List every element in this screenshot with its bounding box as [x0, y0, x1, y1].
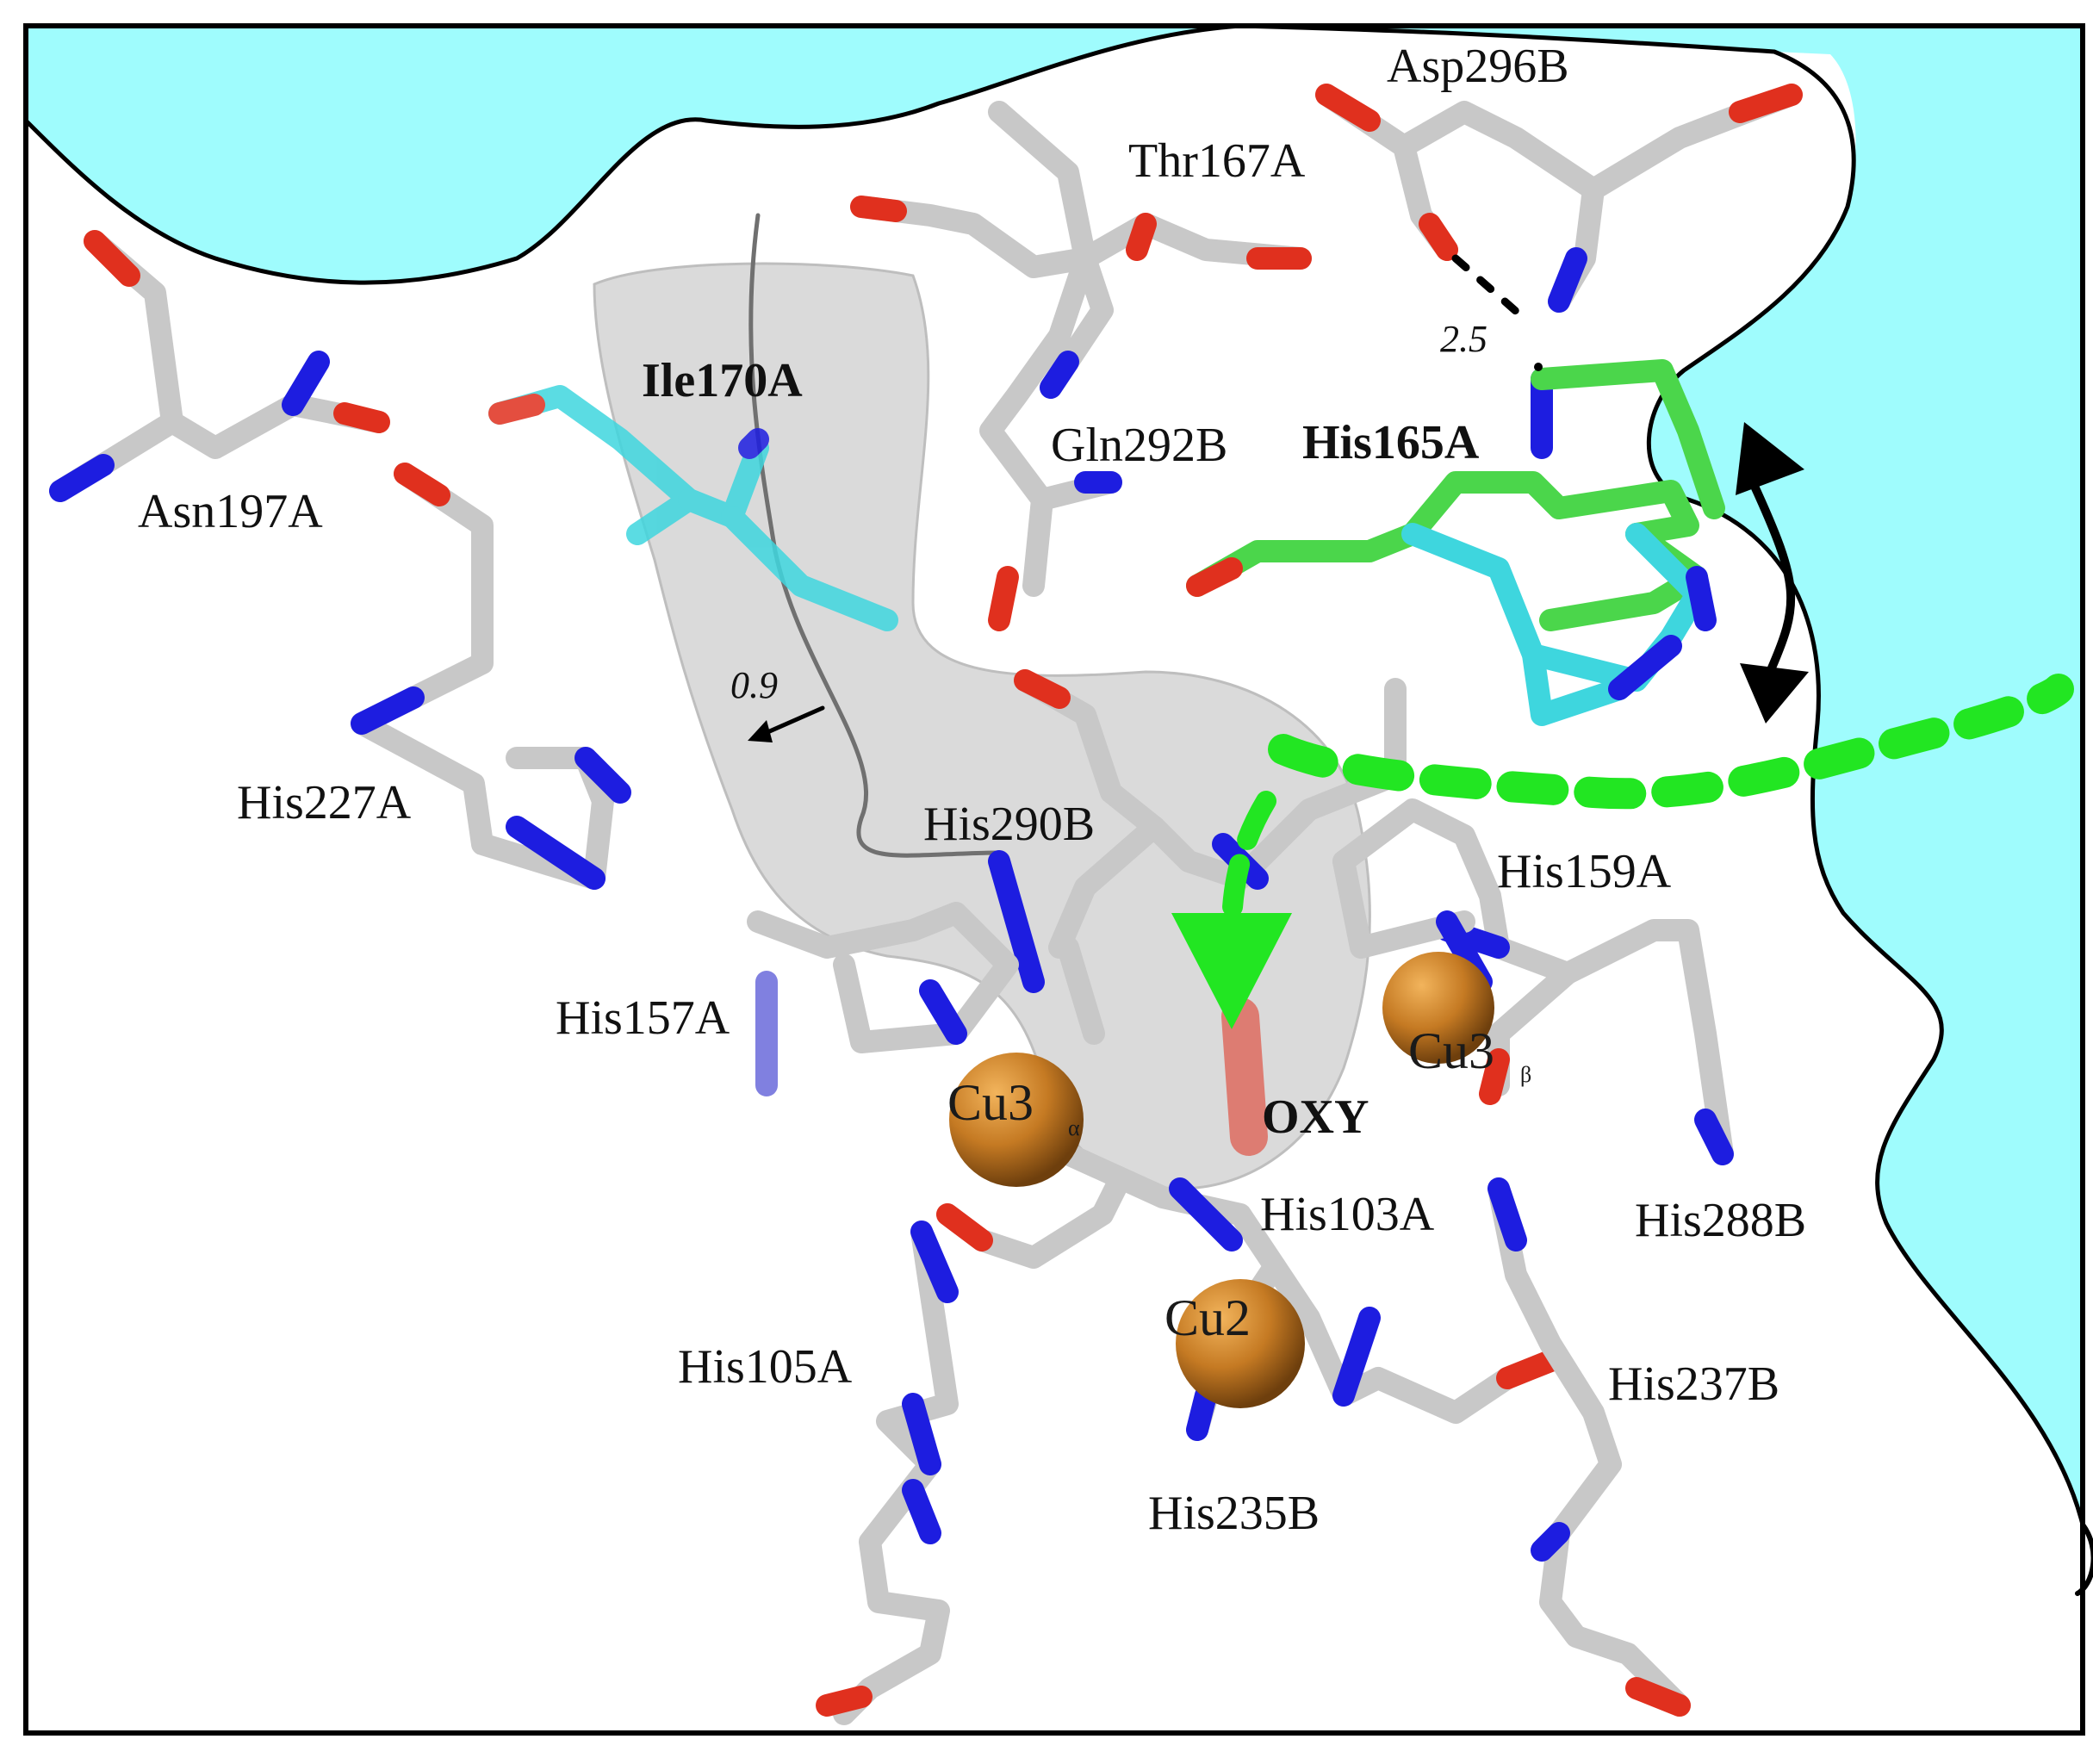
label-cu3-beta-sub: β	[1520, 1062, 1531, 1087]
solvent-right-region	[1240, 26, 2084, 1733]
label-gln292b: Gln292B	[1051, 419, 1227, 472]
green-arrow-icon	[1171, 913, 1292, 1029]
cu3-alpha-sphere	[949, 1053, 1084, 1187]
label-ile170a: Ile170A	[642, 354, 803, 407]
ile170a-sticks	[488, 385, 898, 631]
label-his235b: His235B	[1148, 1487, 1320, 1540]
small-arrow-head	[748, 720, 773, 742]
label-asp296b: Asp296B	[1387, 40, 1569, 93]
double-headed-arrow-icon	[1748, 478, 1796, 676]
label-his157a: His157A	[556, 991, 730, 1045]
label-asn197a: Asn197A	[138, 485, 323, 538]
ile-loop-surface	[593, 262, 1371, 1190]
oxy-peroxide	[1221, 997, 1268, 1156]
his165a-green-conformation	[1186, 359, 1725, 631]
distance-ile-shift: 0.9	[730, 664, 778, 706]
frame-border	[23, 23, 2085, 1736]
label-his159a: His159A	[1497, 845, 1672, 898]
cu2-sphere	[1176, 1279, 1305, 1408]
double-arrow-head-top	[1736, 422, 1804, 495]
label-cu2: Cu2	[1165, 1289, 1251, 1346]
label-his165a: His165A	[1302, 416, 1480, 469]
his165a-cyan-conformation	[1401, 523, 1717, 726]
loop-backbone-line	[748, 213, 1002, 858]
label-thr167a: Thr167A	[1128, 134, 1306, 188]
label-his290b: His290B	[923, 798, 1095, 851]
label-his237b: His237B	[1608, 1357, 1779, 1411]
distance-asp-his: 2.5	[1440, 318, 1487, 360]
hbond-dashed-line	[1451, 254, 1529, 323]
cu3-beta-sphere	[1382, 952, 1494, 1064]
solvent-boundary-top	[23, 23, 1243, 285]
hbond-dot	[1534, 363, 1543, 371]
label-his227a: His227A	[237, 776, 412, 829]
label-oxy: OXY	[1262, 1090, 1369, 1144]
double-arrow-head-bottom	[1740, 663, 1809, 724]
green-pathway-dotted	[1268, 674, 2074, 810]
label-his105a: His105A	[678, 1340, 853, 1394]
label-his103a: His103A	[1260, 1188, 1435, 1241]
label-his288b: His288B	[1635, 1194, 1806, 1247]
label-cu3-alpha: Cu3	[947, 1074, 1034, 1131]
solvent-top-region	[26, 26, 1240, 283]
solvent-boundary-right	[1238, 23, 2085, 1527]
label-cu3-beta: Cu3	[1408, 1022, 1494, 1079]
label-cu3-alpha-sub: α	[1068, 1115, 1080, 1140]
